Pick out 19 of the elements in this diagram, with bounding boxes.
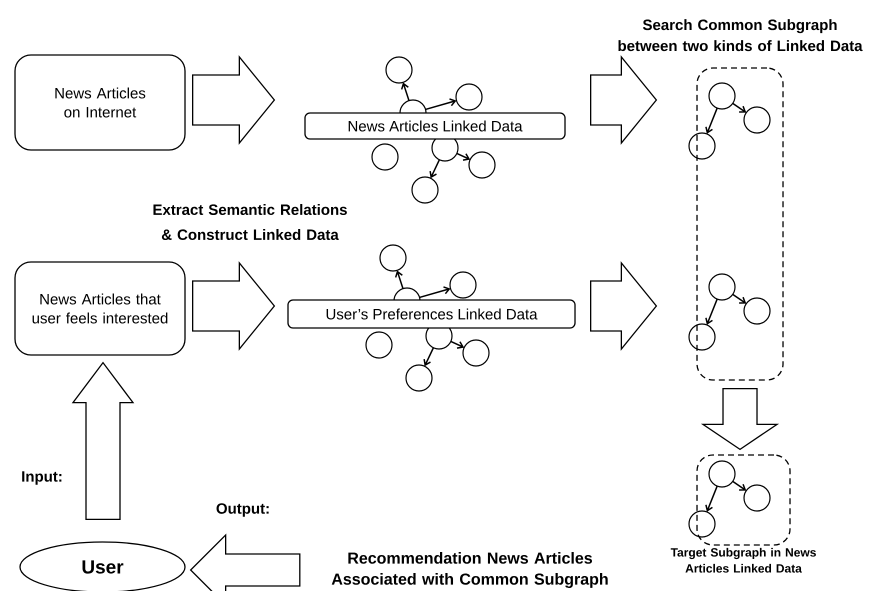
data-label-box: News Articles Linked Data [304,112,566,140]
caption-text: Input: [22,471,62,485]
block-arrow [72,362,134,520]
dashed-group-box: Search Common Subgraph between two kinds of Linked Data [618,19,863,381]
block-arrow [590,261,658,351]
process-box: News Articles that user feels interested [14,261,186,356]
caption-text: Recommendation News Articles Associated with Common Subgraph [332,552,608,588]
data-label-box: User’s Preferences Linked Data [287,299,576,329]
process-box: News Articles on Internet [14,54,186,151]
block-arrow [190,533,300,591]
caption-text: Extract Semantic Relations & Construct Linked Data [153,204,347,240]
block-arrow [700,388,780,450]
node-label: Target Subgraph in News Articles Linked Data [670,548,816,573]
block-arrow [192,55,276,145]
block-arrow [192,261,276,351]
node-label: Search Common Subgraph between two kinds of Linked Data [618,19,863,52]
block-arrow [590,55,658,145]
caption-text: Output: [216,503,269,517]
dashed-group-box: Target Subgraph in News Articles Linked Data [670,454,816,573]
